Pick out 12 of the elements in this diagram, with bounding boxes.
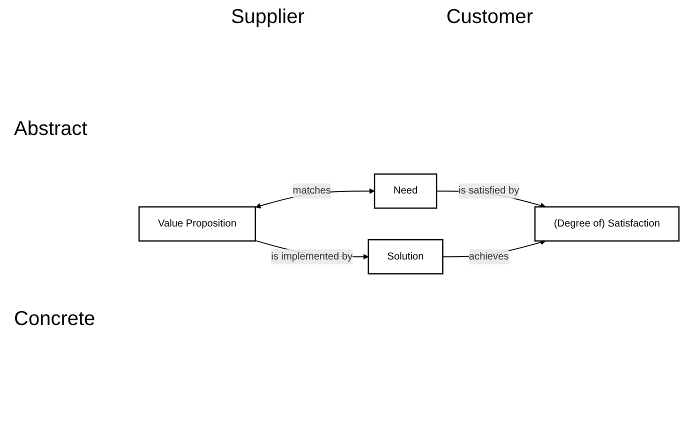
node-box: Value Proposition: [138, 206, 256, 242]
edge-label: achieves: [468, 251, 509, 262]
edge-label: is implemented by: [271, 251, 353, 262]
node-box: Need: [374, 174, 438, 209]
node-box: (Degree of) Satisfaction: [534, 206, 680, 242]
edge-label: is satisfied by: [458, 185, 520, 196]
axis-heading: Supplier: [230, 6, 304, 30]
node-box: Solution: [368, 239, 444, 274]
axis-heading: Concrete: [14, 308, 96, 330]
axis-heading: Abstract: [14, 118, 88, 140]
edge-label: matches: [292, 185, 331, 196]
axis-heading: Customer: [446, 6, 534, 30]
